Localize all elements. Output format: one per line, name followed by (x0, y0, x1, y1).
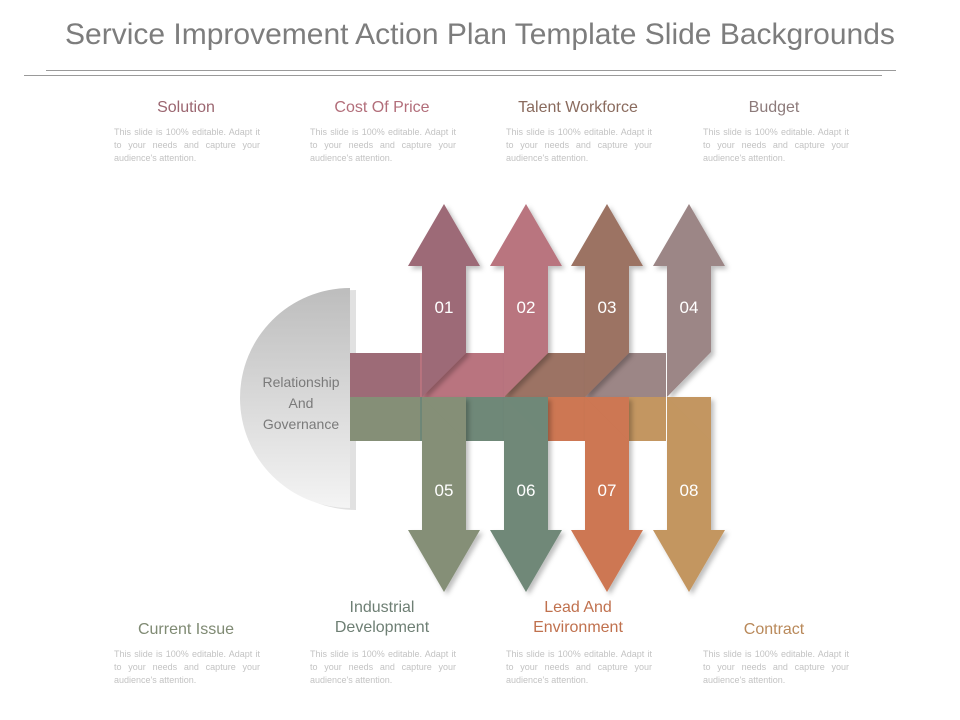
down-number-4: 08 (680, 481, 699, 500)
top-label-1: Solution (157, 99, 215, 116)
up-number-4: 04 (680, 298, 699, 317)
down-arrow-3 (571, 397, 643, 592)
up-arrow-1 (408, 204, 480, 397)
top-label-2: Cost Of Price (334, 99, 430, 116)
center-label-line-2: And (288, 395, 314, 411)
down-joint-1 (422, 397, 466, 441)
down-number-2: 06 (517, 481, 536, 500)
up-number-3: 03 (598, 298, 617, 317)
top-text-2: This slide is 100% editable. Adapt it to… (310, 127, 456, 163)
center-label: Relationship And Governance (250, 372, 352, 435)
bottom-label-4: Contract (743, 621, 805, 638)
down-joint-3 (585, 397, 629, 441)
down-joint-4 (667, 397, 711, 441)
band-up-1 (350, 353, 421, 397)
down-arrow-1 (408, 397, 480, 592)
top-text-3: This slide is 100% editable. Adapt it to… (506, 127, 652, 163)
up-arrow-4 (653, 204, 725, 397)
top-text-4: This slide is 100% editable. Adapt it to… (703, 127, 849, 163)
top-label-3: Talent Workforce (518, 99, 638, 116)
bottom-text-3: This slide is 100% editable. Adapt it to… (506, 649, 652, 685)
down-arrow-2 (490, 397, 562, 592)
up-number-1: 01 (435, 298, 454, 317)
down-joint-2 (504, 397, 548, 441)
top-text-1: This slide is 100% editable. Adapt it to… (114, 127, 260, 163)
center-label-line-1: Relationship (262, 374, 340, 390)
title-rule-bottom (24, 75, 882, 76)
bottom-text-1: This slide is 100% editable. Adapt it to… (114, 649, 260, 685)
bottom-label-2: Industrial Development (334, 599, 430, 636)
top-label-4: Budget (748, 99, 800, 116)
bottom-text-2: This slide is 100% editable. Adapt it to… (310, 649, 456, 685)
up-arrow-2 (490, 204, 562, 397)
slide-title: Service Improvement Action Plan Template… (65, 18, 895, 51)
up-arrows (408, 204, 725, 397)
up-number-2: 02 (517, 298, 536, 317)
bottom-label-1: Current Issue (137, 621, 235, 638)
down-number-1: 05 (435, 481, 454, 500)
bottom-text-4: This slide is 100% editable. Adapt it to… (703, 649, 849, 685)
down-number-3: 07 (598, 481, 617, 500)
band-down-1 (350, 397, 421, 441)
arrow-numbers: 01 02 03 04 05 06 07 08 (435, 298, 699, 500)
center-label-line-3: Governance (262, 416, 340, 432)
down-arrow-4 (653, 397, 725, 592)
title-rule-top (46, 70, 896, 71)
center-semicircle (240, 288, 356, 510)
bottom-label-3: Lead And Environment (533, 599, 623, 636)
up-arrow-3 (571, 204, 643, 397)
down-arrows (408, 397, 725, 592)
